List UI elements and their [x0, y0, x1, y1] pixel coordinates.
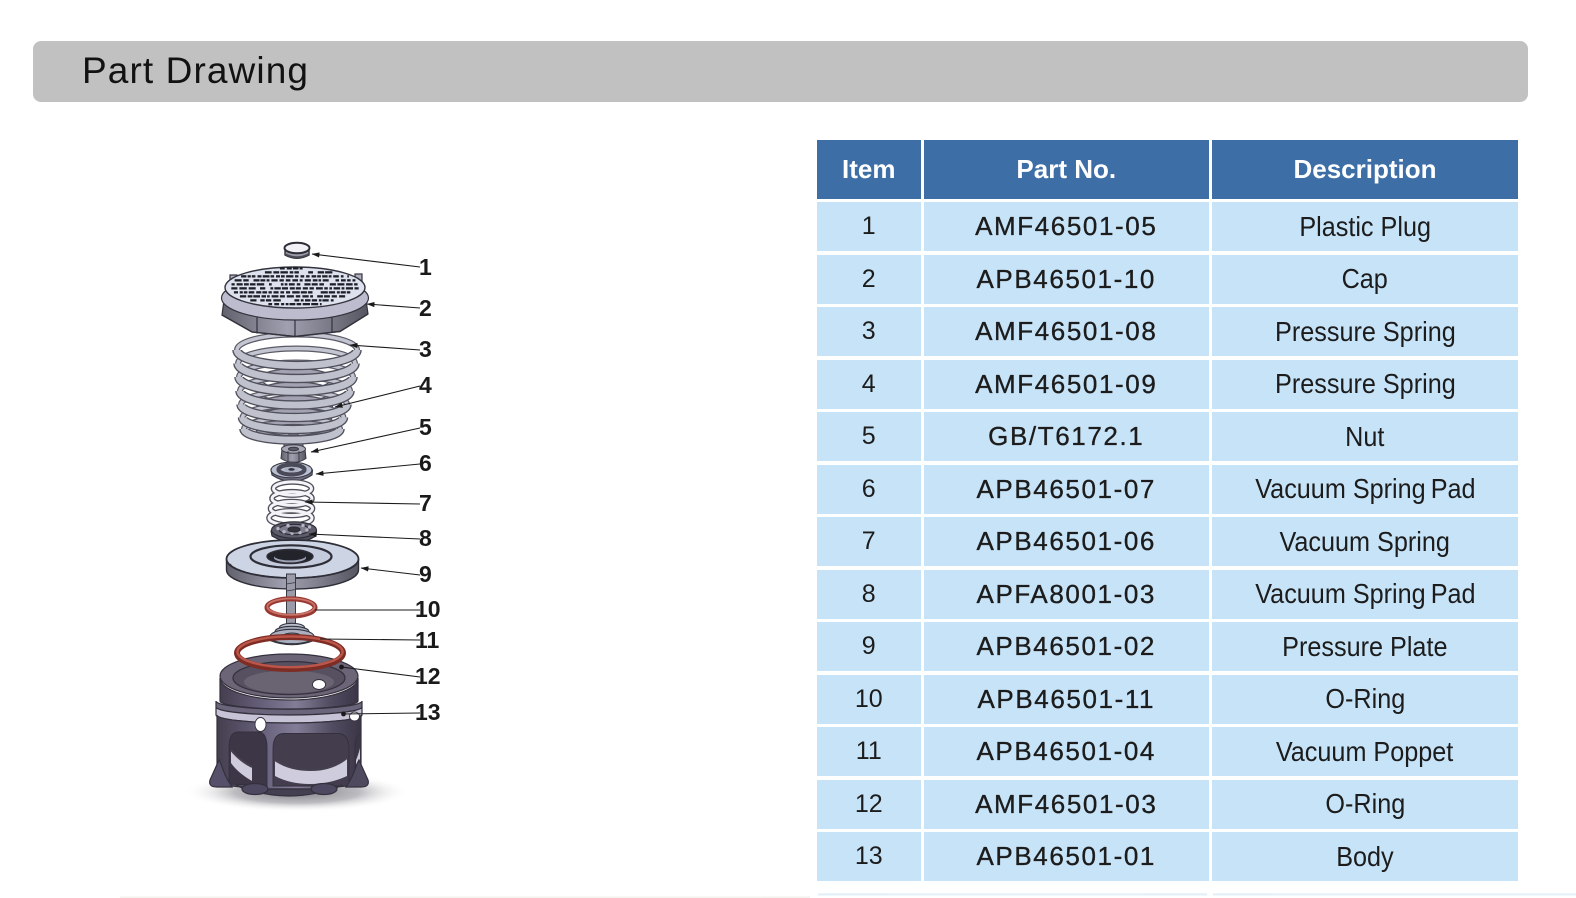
svg-text:12: 12 [415, 663, 441, 689]
svg-text:5: 5 [419, 414, 432, 440]
svg-text:13: 13 [415, 699, 441, 725]
svg-text:1: 1 [419, 254, 432, 280]
svg-text:9: 9 [419, 561, 432, 587]
svg-text:10: 10 [415, 596, 441, 622]
svg-text:11: 11 [415, 627, 440, 653]
svg-text:4: 4 [419, 372, 432, 398]
svg-text:6: 6 [419, 450, 432, 476]
svg-text:2: 2 [419, 295, 432, 321]
svg-text:7: 7 [419, 490, 432, 516]
svg-text:3: 3 [419, 336, 432, 362]
svg-text:8: 8 [419, 525, 432, 551]
